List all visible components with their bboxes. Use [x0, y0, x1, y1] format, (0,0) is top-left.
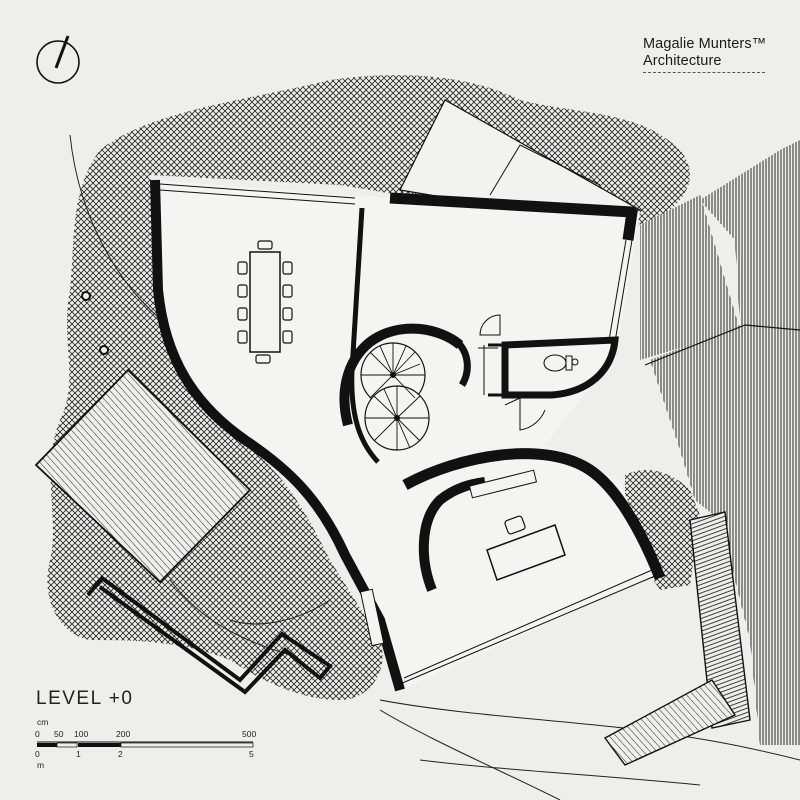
outer-wall-west	[150, 179, 405, 692]
scale-tick-cm-200: 200	[116, 729, 131, 739]
southeast-steps	[603, 679, 737, 766]
scale-tick-m-0: 0	[35, 749, 40, 759]
scale-tick-cm-0: 0	[35, 729, 40, 739]
scale-tick-m-2: 2	[118, 749, 123, 759]
east-slope-hatch	[650, 140, 800, 745]
terrain-hatch-west	[47, 150, 383, 700]
level-label: LEVEL +0	[36, 688, 134, 709]
firm-name: Magalie Munters™	[643, 36, 767, 52]
scale-unit-cm: cm	[37, 717, 49, 727]
window-south	[399, 569, 656, 685]
dining-chairs	[237, 240, 293, 364]
bollard-2	[99, 345, 109, 355]
scale-tick-cm-50: 50	[54, 729, 64, 739]
scale-tick-cm-500: 500	[242, 729, 257, 739]
outer-wall-south-east	[402, 448, 666, 581]
firm-name-block: Magalie Munters™ Architecture	[643, 36, 766, 73]
sideboard-south	[468, 469, 538, 499]
window-north	[159, 183, 356, 205]
east-stair-bench	[689, 511, 751, 729]
sideboard-west	[359, 588, 385, 647]
inner-curved-wall	[418, 477, 486, 592]
scale-tick-cm-100: 100	[74, 729, 89, 739]
scale-unit-m: m	[37, 760, 45, 770]
stair-core-wall	[339, 323, 464, 427]
scale-tick-m-1: 1	[76, 749, 81, 759]
door-swing-1	[479, 314, 501, 336]
bollard-1	[81, 291, 91, 301]
door-swing-2	[519, 398, 546, 431]
outer-wall-north	[389, 192, 638, 241]
dining-table	[249, 251, 281, 353]
scale-bar	[37, 741, 254, 748]
southwest-terrace	[86, 575, 333, 695]
scale-tick-m-5: 5	[249, 749, 254, 759]
toilet-icon	[543, 354, 567, 372]
desk-chair	[504, 515, 526, 535]
desk	[486, 524, 566, 581]
west-deck	[34, 368, 252, 584]
firm-subtitle: Architecture	[643, 53, 765, 73]
north-arrow-icon	[36, 35, 80, 84]
